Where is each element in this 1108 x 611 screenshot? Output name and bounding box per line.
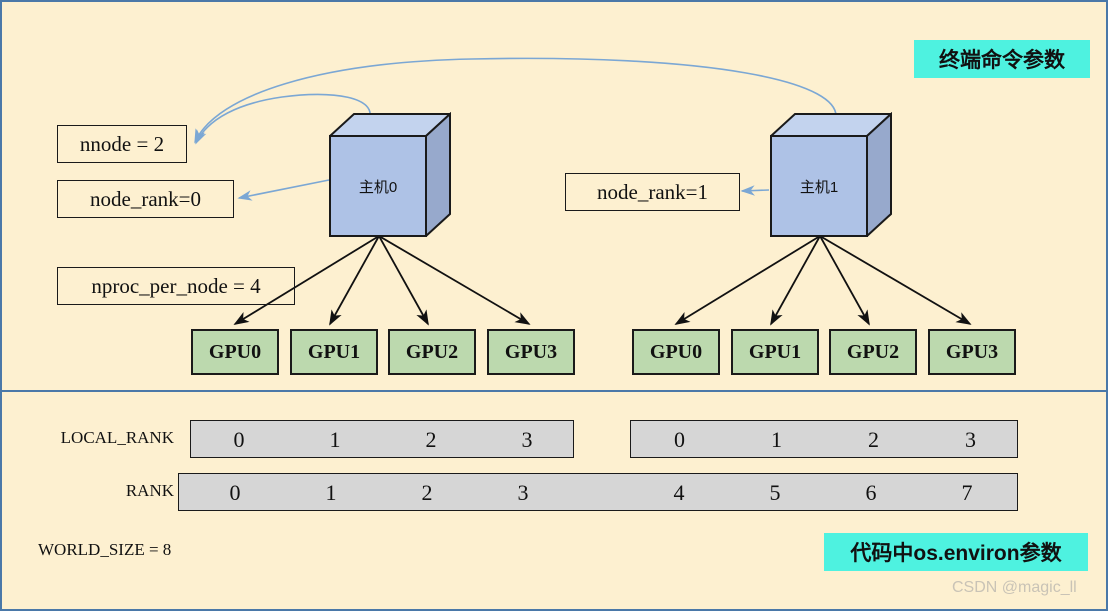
gpu-box-node1-3: GPU3 <box>928 329 1016 375</box>
terminal-command-params-label: 终端命令参数 <box>914 40 1090 78</box>
param-box-node-rank-0: node_rank=0 <box>57 180 234 218</box>
local-rank-bar-node0: 0 1 2 3 <box>190 420 574 458</box>
gpu-box-node0-3: GPU3 <box>487 329 575 375</box>
os-environ-params-label: 代码中os.environ参数 <box>824 533 1088 571</box>
local-rank-cell-n0-2: 2 <box>425 427 437 452</box>
gpu-box-node1-1: GPU1 <box>731 329 819 375</box>
host-node-1: 主机1 <box>770 112 892 237</box>
arrow-node0-gpu1 <box>329 235 380 326</box>
host-node-1-label: 主机1 <box>799 178 839 196</box>
rank-bar-all: 0 1 2 3 4 5 6 7 <box>178 473 1018 511</box>
local-rank-bar-node1: 0 1 2 3 <box>630 420 1018 458</box>
section-divider <box>2 390 1106 392</box>
arrow-node0-gpu2 <box>378 235 429 326</box>
rank-cell-1: 1 <box>325 480 337 505</box>
arrow-node1-gpu1 <box>770 235 821 326</box>
gpu-box-node0-1: GPU1 <box>290 329 378 375</box>
row-label-rank: RANK <box>125 481 174 500</box>
host-node-0: 主机0 <box>329 112 451 237</box>
local-rank-cell-n1-0: 0 <box>674 427 685 452</box>
curve-node1-to-nnode <box>194 57 837 144</box>
line-node0-to-noderank0 <box>237 179 330 201</box>
arrow-node1-gpu2 <box>819 235 870 326</box>
local-rank-cell-n1-1: 1 <box>771 427 782 452</box>
gpu-box-node1-2: GPU2 <box>829 329 917 375</box>
rank-cell-6: 6 <box>865 480 877 505</box>
rank-cell-0: 0 <box>229 480 241 505</box>
local-rank-cell-n0-3: 3 <box>521 427 533 452</box>
param-box-node-rank-1: node_rank=1 <box>565 173 740 211</box>
line-node1-to-noderank1 <box>740 185 770 196</box>
rank-cell-4: 4 <box>673 480 685 505</box>
gpu-box-node0-2: GPU2 <box>388 329 476 375</box>
row-label-local-rank: LOCAL_RANK <box>60 428 174 447</box>
watermark-text: CSDN @magic_ll <box>952 579 1077 596</box>
cube-front-face-1: 主机1 <box>770 135 868 237</box>
cube-front-face-0: 主机0 <box>329 135 427 237</box>
rank-cell-2: 2 <box>421 480 433 505</box>
local-rank-cell-n1-2: 2 <box>868 427 879 452</box>
rank-cell-3: 3 <box>517 480 529 505</box>
gpu-box-node1-0: GPU0 <box>632 329 720 375</box>
world-size-label: WORLD_SIZE = 8 <box>38 540 172 559</box>
local-rank-cell-n0-1: 1 <box>329 427 341 452</box>
arrow-node1-gpu3 <box>819 235 972 325</box>
rank-cell-5: 5 <box>769 480 781 505</box>
param-box-nproc-per-node: nproc_per_node = 4 <box>57 267 295 305</box>
gpu-box-node0-0: GPU0 <box>191 329 279 375</box>
local-rank-cell-n1-3: 3 <box>965 427 976 452</box>
arrow-node1-gpu0 <box>674 235 821 325</box>
host-node-0-label: 主机0 <box>358 178 398 196</box>
param-box-nnode: nnode = 2 <box>57 125 187 163</box>
rank-cell-7: 7 <box>961 480 973 505</box>
local-rank-cell-n0-0: 0 <box>233 427 245 452</box>
arrow-node0-gpu3 <box>378 235 531 325</box>
